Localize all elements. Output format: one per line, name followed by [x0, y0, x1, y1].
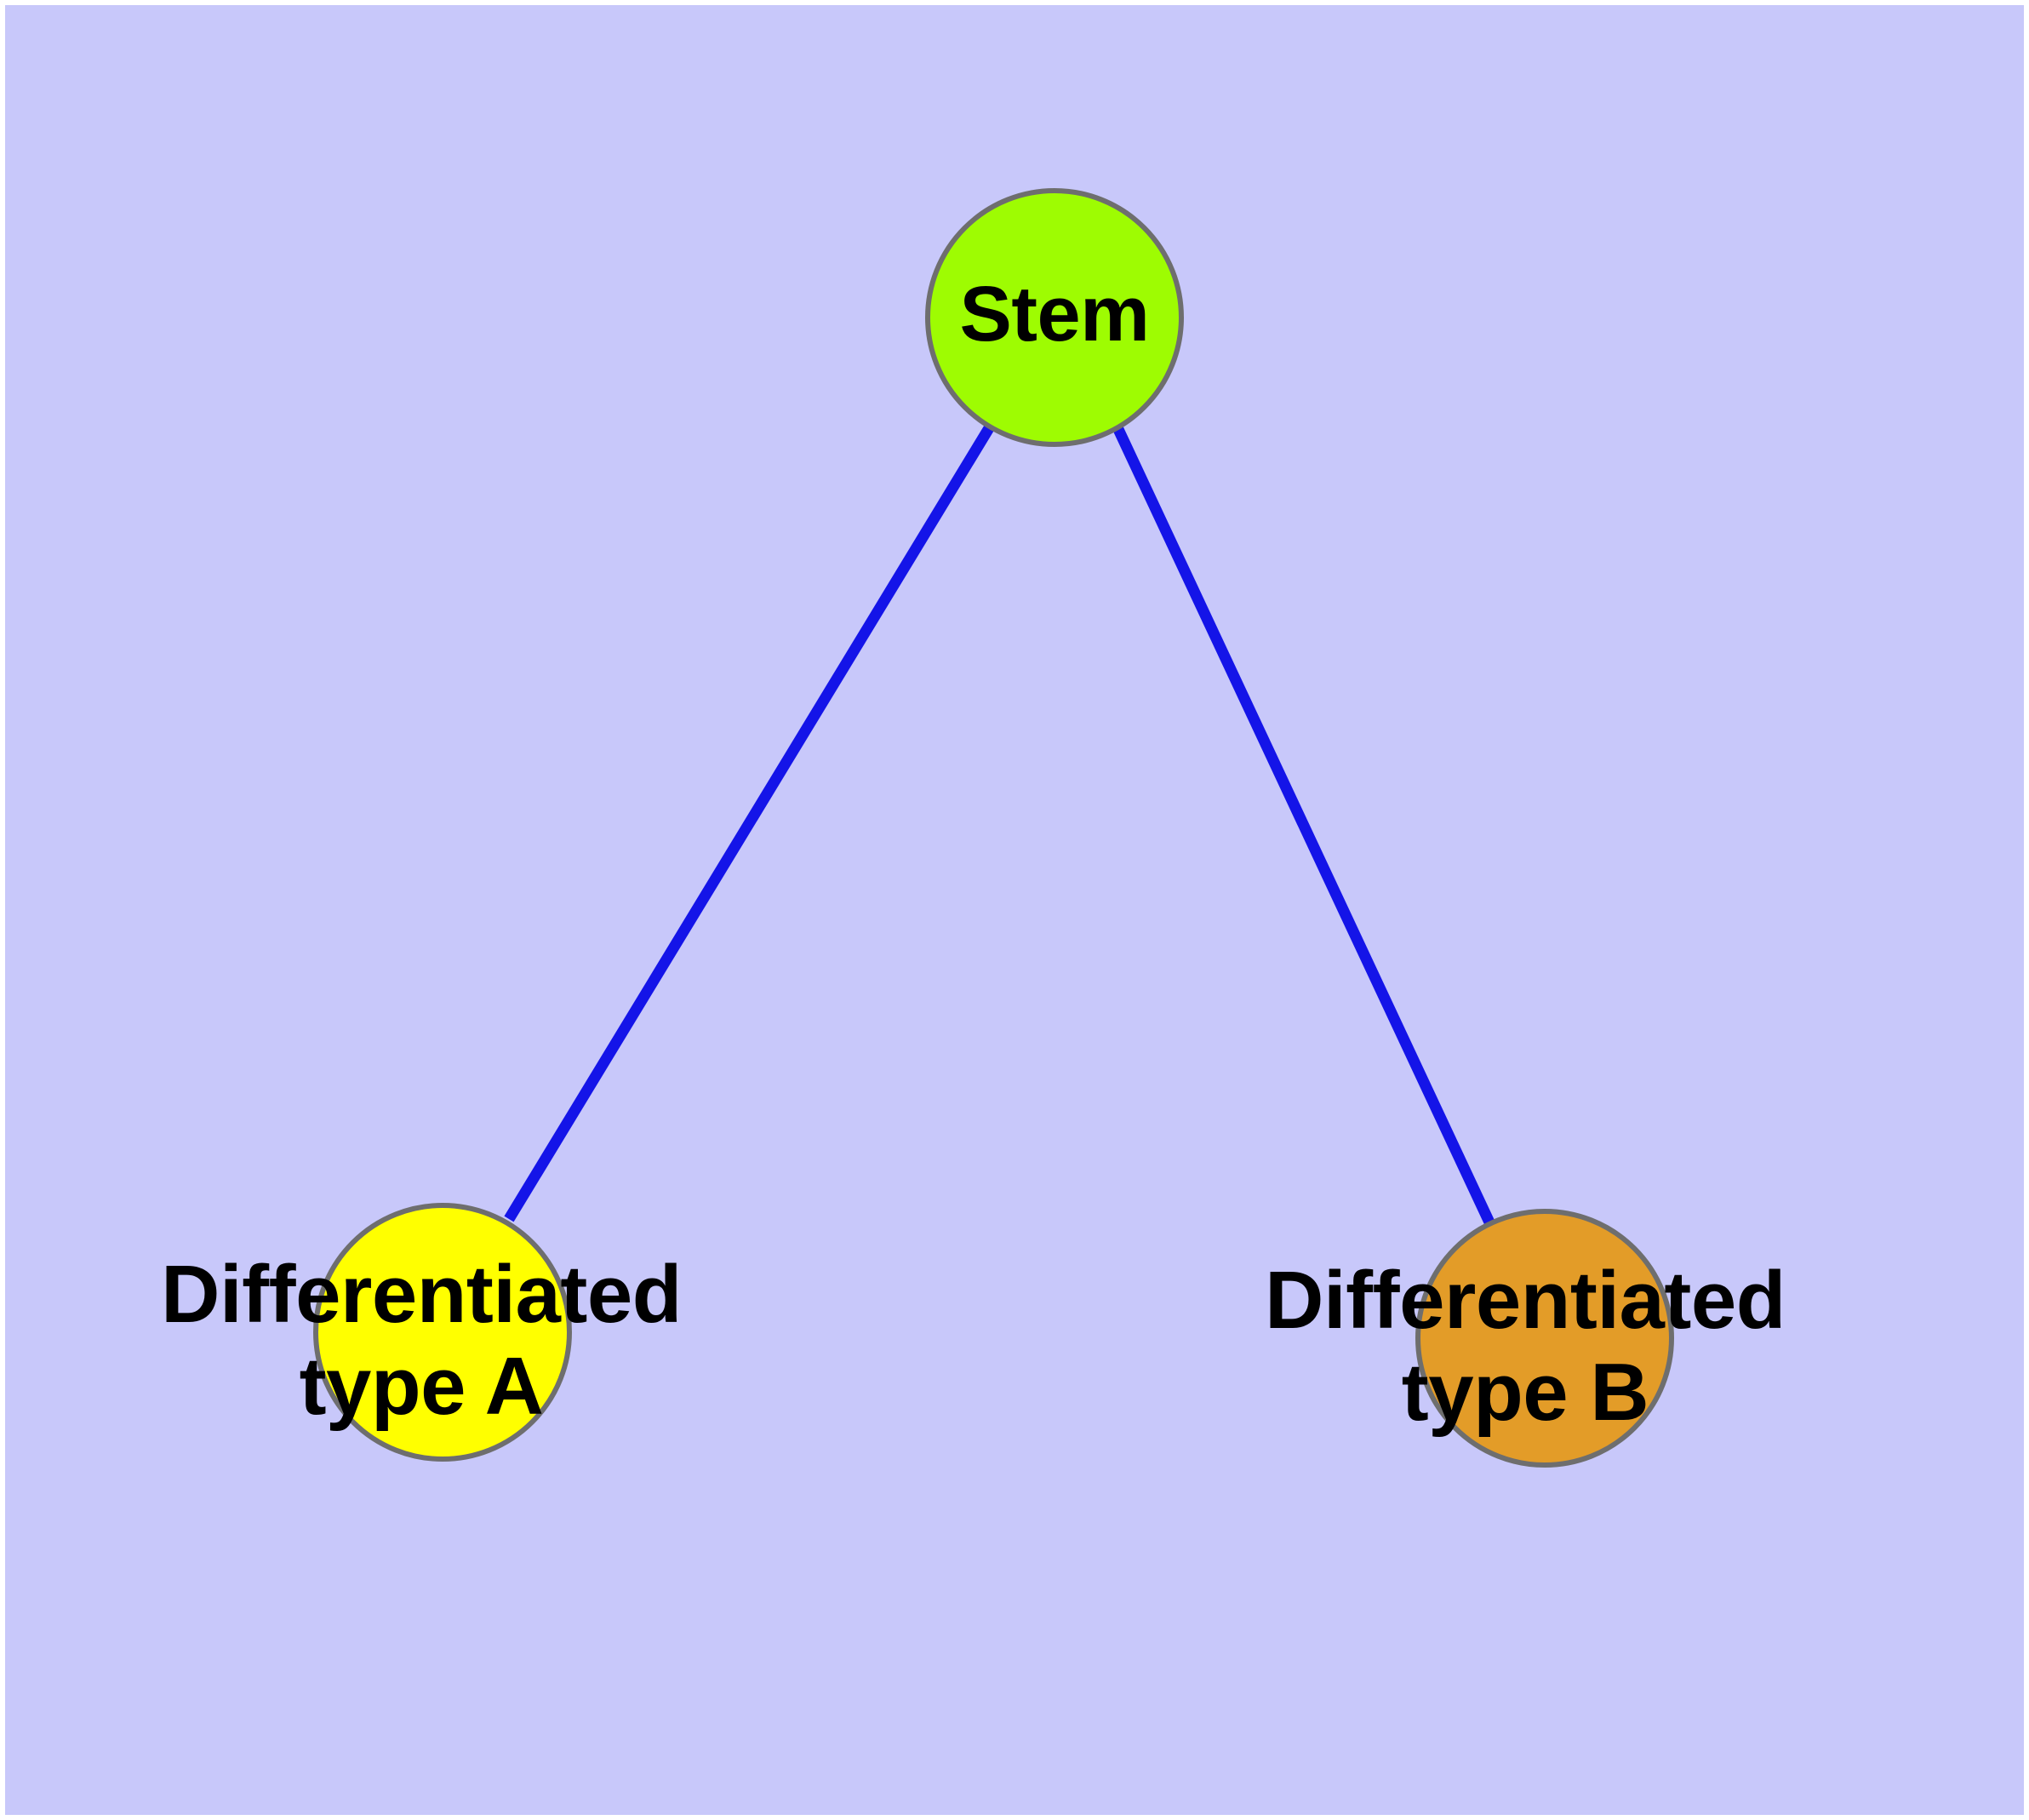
node-differentiated-type-b[interactable] [1415, 1209, 1674, 1468]
edge-stem-to-diff-b [1112, 423, 1495, 1227]
node-stem[interactable] [925, 188, 1184, 447]
edge-stem-to-diff-a [504, 425, 994, 1222]
node-differentiated-type-a[interactable] [313, 1203, 572, 1462]
